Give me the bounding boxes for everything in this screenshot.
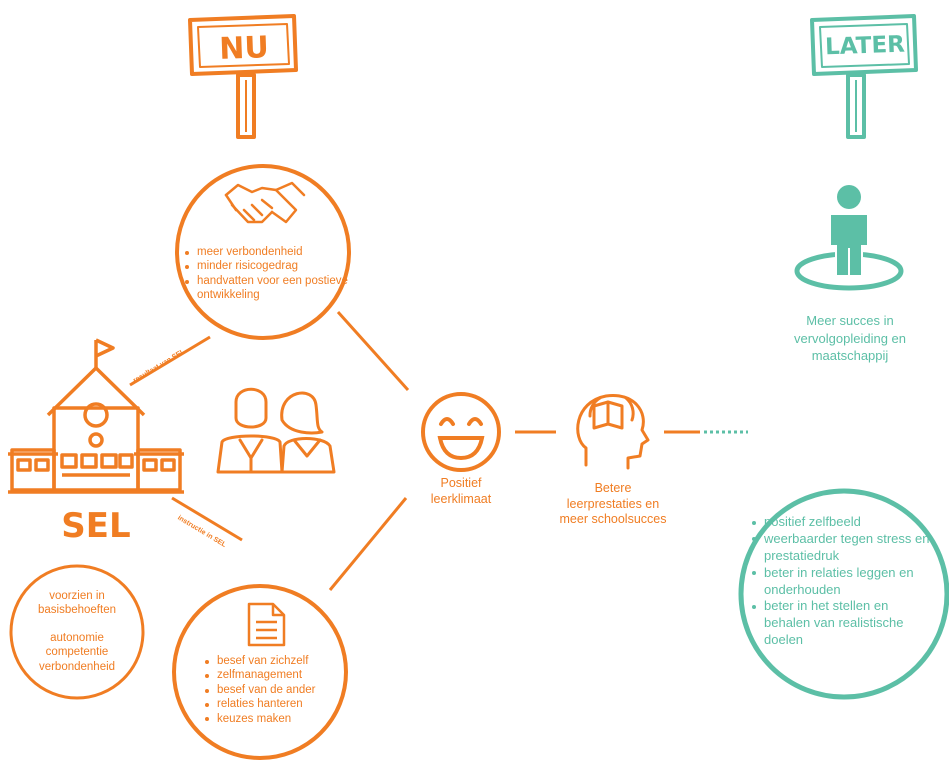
now-sign-label: NU [218, 30, 270, 67]
bottom-circle [172, 584, 348, 760]
list-item: keuzes maken [205, 712, 345, 726]
later-success-line: maatschappij [811, 348, 889, 364]
needs-line: competentie [45, 646, 109, 659]
list-item: positief zelfbeeld [752, 514, 937, 531]
needs-line: basisbehoeften [37, 604, 116, 617]
connector-lines [328, 310, 700, 591]
document-icon [247, 602, 286, 647]
result-arrow-line [129, 335, 211, 387]
outcomes-list: positief zelfbeeld weerbaarder tegen str… [752, 514, 937, 649]
performance-line: Betere [594, 481, 632, 495]
climate-label: Positief leerklimaat [406, 476, 516, 507]
instruction-arrow-line [171, 496, 243, 542]
needs-line: verbondenheid [38, 660, 116, 673]
smiley-icon [421, 392, 501, 472]
people-icon [216, 387, 336, 474]
later-success-line: Meer succes in [806, 313, 894, 328]
school-icon [8, 338, 184, 494]
list-item: minder risicogedrag [185, 259, 350, 273]
outcomes-circle [738, 488, 949, 700]
bottom-circle-list: besef van zichzelf zelfmanagement besef … [205, 654, 345, 726]
later-signpost-icon [810, 14, 918, 139]
needs-circle [9, 564, 145, 700]
later-success-line: vervolgopleiding en [793, 330, 907, 346]
list-item: beter in relaties leggen en onderhouden [752, 565, 937, 599]
list-item: besef van zichzelf [205, 654, 345, 668]
top-circle [175, 164, 351, 340]
climate-line: leerklimaat [430, 491, 492, 506]
needs-line: autonomie [50, 631, 104, 644]
needs-line: voorzien in [49, 590, 105, 602]
list-item: relaties hanteren [205, 697, 345, 711]
head-book-icon [576, 394, 650, 470]
list-item: handvatten voor een postieve ontwikkelin… [185, 274, 350, 303]
list-item: beter in het stellen en behalen van real… [752, 598, 937, 649]
list-item: zelfmanagement [205, 668, 345, 682]
handshake-icon [224, 181, 306, 224]
performance-line: meer schoolsucces [559, 512, 667, 527]
list-item: weerbaarder tegen stress en prestatiedru… [752, 531, 937, 565]
top-circle-list: meer verbondenheid minder risicogedrag h… [185, 245, 350, 303]
person-icon [794, 185, 904, 291]
sel-label: SEL [61, 506, 131, 546]
performance-label: Betere leerprestaties en meer schoolsucc… [540, 481, 686, 528]
climate-line: Positief [440, 476, 482, 490]
nu-signpost-icon [188, 14, 298, 139]
list-item: meer verbondenheid [185, 245, 350, 259]
list-item: besef van de ander [205, 683, 345, 697]
later-sign-label: LATER [824, 31, 906, 61]
later-success-label: Meer succes in vervolgopleiding en maats… [770, 312, 930, 365]
performance-line: leerprestaties en [566, 496, 660, 511]
needs-text: voorzien in basisbehoeften autonomie com… [20, 589, 134, 674]
